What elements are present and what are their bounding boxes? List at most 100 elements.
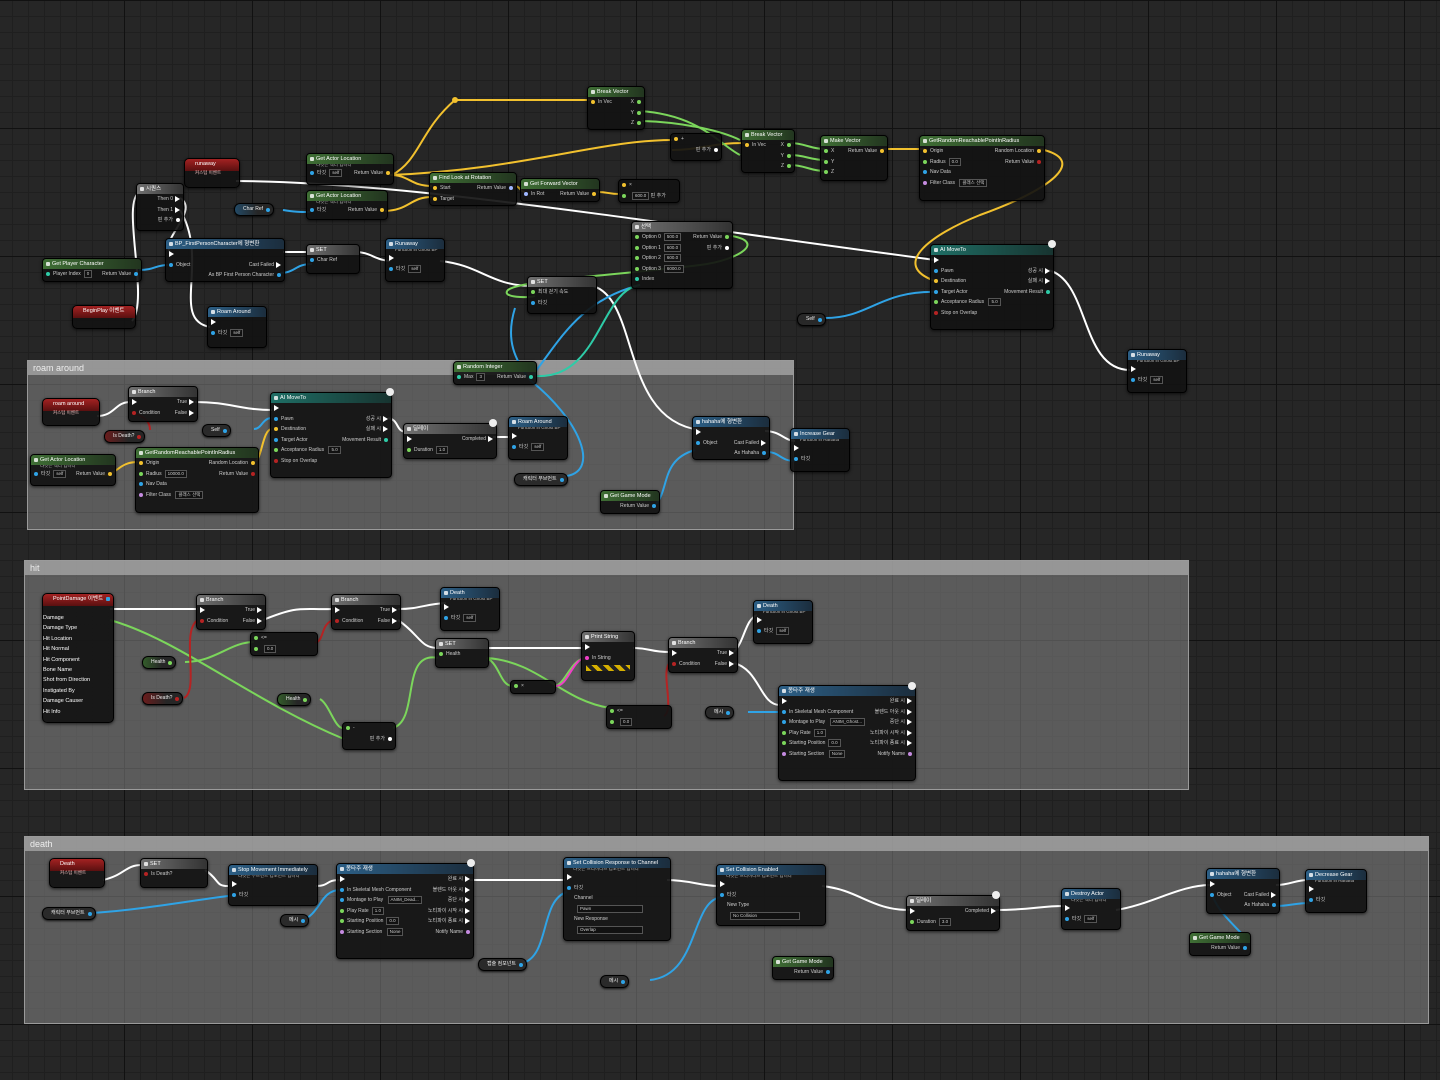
hit-branch-3-false[interactable]: False xyxy=(669,659,737,670)
death-call-2-exec[interactable] xyxy=(754,615,812,626)
roam-reachable-origin[interactable]: Origin xyxy=(136,458,258,469)
stop-movement-target[interactable]: 타깃 xyxy=(229,890,317,901)
death-cast-exec[interactable] xyxy=(1207,879,1279,890)
roam-self-reference[interactable]: Self xyxy=(202,424,231,437)
decrease-gear-node[interactable]: Decrease Gear Function in Hahaha 타깃 xyxy=(1305,869,1367,913)
hit-branch-3-cond[interactable]: Condition xyxy=(669,659,737,670)
set-speed-target[interactable]: 타깃 xyxy=(528,298,596,309)
cast-exec-in[interactable] xyxy=(166,249,284,260)
hit-montage-mesh[interactable]: In Skeletal Mesh Component xyxy=(779,707,915,718)
break-vector-2-y[interactable]: Y xyxy=(742,151,794,162)
is-death-getter[interactable]: Is Death? xyxy=(104,430,146,443)
death-get-game-mode[interactable]: Get Game Mode Return Value xyxy=(772,956,834,980)
hit-branch-2-true[interactable]: True xyxy=(332,605,400,616)
hit-montage-blend[interactable]: 블렌드 아웃 시 xyxy=(779,707,915,718)
death-cast-obj[interactable]: Object xyxy=(1207,890,1279,901)
set-health-node[interactable]: SET Health xyxy=(435,638,489,668)
sequence-add[interactable]: 핀 추가 xyxy=(137,215,183,226)
reachable-filter[interactable]: Filter Class 클래스 선택 xyxy=(920,178,1044,189)
point-damage-pin[interactable]: Bone Name xyxy=(43,597,113,675)
point-damage-pin[interactable]: Damage Type xyxy=(43,597,113,633)
roam-reachable-filter[interactable]: Filter Class 클래스 선택 xyxy=(136,490,258,501)
collision-enabled-nt[interactable]: New Type xyxy=(727,902,750,908)
set-speed-node[interactable]: SET 최대 걷기 속도 타깃 xyxy=(527,276,597,314)
point-damage-pin[interactable]: Damage Causer xyxy=(43,597,113,706)
collision-response-channel-select[interactable]: Pawn xyxy=(564,904,670,915)
less-equal-node[interactable]: <= 0.0 xyxy=(250,632,318,656)
hit-branch-3[interactable]: Branch True Condition False xyxy=(668,637,738,673)
cast-hahaha-node[interactable]: hahaha에 형변환 Object Cast Failed As Hahaha xyxy=(692,416,770,460)
roam-ai-moveto-dest[interactable]: Destination xyxy=(271,424,391,435)
make-vector-y[interactable]: Y xyxy=(821,157,887,168)
increase-gear-node[interactable]: Increase Gear Function in Hahaha 타깃 xyxy=(790,428,850,472)
cast-hahaha-obj[interactable]: Object xyxy=(693,438,769,449)
point-damage-pin[interactable]: Hit Location xyxy=(43,597,113,644)
break-vector-node[interactable]: Break Vector In Vec X Y Z xyxy=(587,86,645,130)
collision-enabled-nt-select[interactable]: No Collision xyxy=(717,911,825,922)
get-actor-location-2-ret[interactable]: Return Value xyxy=(307,205,387,216)
get-actor-location-ret[interactable]: Return Value xyxy=(307,168,393,179)
death-cast-as[interactable]: As Hahaha xyxy=(1207,900,1279,911)
reachable-nav[interactable]: Nav Data xyxy=(920,167,1044,178)
reachable-rl[interactable]: Random Location xyxy=(920,146,1044,157)
subtract-node[interactable]: - 핀 추가 xyxy=(342,722,396,750)
death-montage-notify-begin[interactable]: 노티파이 시작 시 xyxy=(337,906,473,917)
roam-branch-exec[interactable] xyxy=(129,397,197,408)
roam-reachable-ret[interactable]: Return Value xyxy=(136,469,258,480)
break-vector-2-x[interactable]: X xyxy=(742,140,794,151)
cast-as[interactable]: As BP First Person Character xyxy=(166,270,284,281)
death-montage-exec[interactable] xyxy=(337,874,473,885)
hit-branch-1-false[interactable]: False xyxy=(197,616,265,627)
point-damage-pin[interactable]: Hit Normal xyxy=(43,597,113,654)
get-forward-vector-node[interactable]: Get Forward Vector In Rot Return Value xyxy=(520,178,600,202)
select-ret[interactable]: Return Value xyxy=(632,232,732,243)
hit-montage-node[interactable]: 몽타주 재생 완료 시 In Skeletal Mesh Component 블… xyxy=(778,685,916,781)
hit-montage-section[interactable]: Starting Section None xyxy=(779,749,915,760)
roam-get-game-mode[interactable]: Get Game Mode Return Value xyxy=(600,490,660,514)
death-cast-failed[interactable]: Cast Failed xyxy=(1207,890,1279,901)
ai-moveto-node[interactable]: AI MoveTo Pawn 성공 시 Destination 실패 시 Tar… xyxy=(930,244,1054,330)
select-add[interactable]: 핀 추가 xyxy=(632,243,732,254)
health-getter-1[interactable]: Health xyxy=(142,656,177,669)
roam-delay-exec[interactable] xyxy=(404,434,496,445)
death-delay-completed[interactable]: Completed xyxy=(907,906,999,917)
capsule-getter[interactable]: 캡슐 컴포넌트 xyxy=(478,958,527,971)
collision-enabled-target[interactable]: 타깃 xyxy=(717,890,825,901)
find-look-target[interactable]: Target xyxy=(430,194,516,205)
death-montage-interrupted[interactable]: 중단 시 xyxy=(337,895,473,906)
sequence-then0[interactable]: Then 0 xyxy=(137,194,183,205)
break-vector-in[interactable]: In Vec xyxy=(588,97,644,108)
point-damage-pin[interactable]: Shot from Direction xyxy=(43,597,113,685)
find-look-at-node[interactable]: Find Look at Rotation Start Return Value… xyxy=(429,172,517,206)
print-string-exec[interactable] xyxy=(582,642,634,653)
death-mesh-getter-2[interactable]: 메시 xyxy=(600,975,630,988)
roam-ai-moveto-mr[interactable]: Movement Result xyxy=(271,435,391,446)
point-damage-pin[interactable]: Hit Info xyxy=(43,597,113,717)
multiply-a[interactable]: × xyxy=(619,180,679,191)
ai-moveto-stop[interactable]: Stop on Overlap xyxy=(931,308,1053,319)
less-equal-b[interactable]: 0.0 xyxy=(251,644,317,655)
death-delay-exec[interactable] xyxy=(907,906,999,917)
death-movement-getter[interactable]: 캐릭터 무브먼트 xyxy=(42,907,96,920)
death-montage-notify-end[interactable]: 노티파이 종료 시 xyxy=(337,916,473,927)
death-set-node[interactable]: SET Is Death? xyxy=(140,858,208,888)
death-montage-mtp[interactable]: Montage to Play ANIM_Dead... xyxy=(337,895,473,906)
death-cast-hahaha[interactable]: hahaha에 형변환 Object Cast Failed As Hahaha xyxy=(1206,868,1280,914)
hit-montage-interrupted[interactable]: 중단 시 xyxy=(779,717,915,728)
collision-response-node[interactable]: Set Collision Response to Channel 타깃은 프리… xyxy=(563,857,671,941)
cast-first-person-node[interactable]: BP_FirstPersonCharacter에 형변환 Object Cast… xyxy=(165,238,285,282)
